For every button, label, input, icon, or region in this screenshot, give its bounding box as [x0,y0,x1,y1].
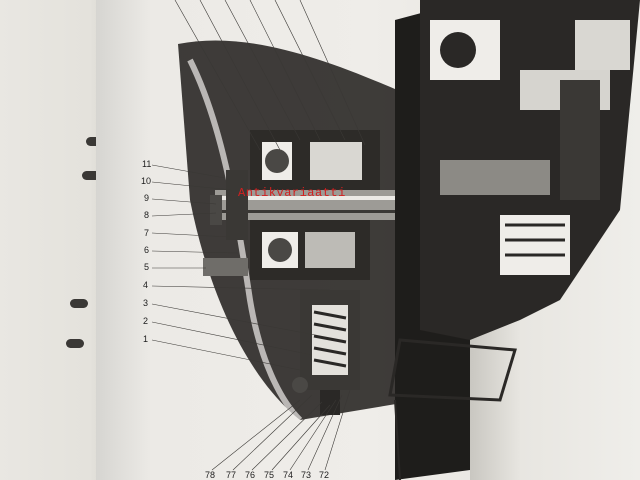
callout-number: 75 [264,470,275,480]
callout-number: 77 [226,470,237,480]
callout-number: 73 [301,470,312,480]
callout-number: 3 [143,298,149,308]
callout-number: 9 [144,193,150,203]
callout-number: 78 [205,470,216,480]
callout-number: 76 [245,470,256,480]
callout-number: 11 [142,159,152,169]
watermark: Antikvariaatti [238,186,346,200]
callout-number: 8 [144,210,150,220]
callout-number: 10 [141,176,152,186]
callout-number: 4 [143,280,149,290]
callout-number: 72 [319,470,330,480]
binder-hole [66,339,84,348]
binder-hole [70,299,88,308]
callout-number: 1 [143,334,149,344]
callout-number: 2 [143,316,149,326]
binder-hole [82,171,100,180]
binder-hole [86,137,104,146]
callout-number: 74 [283,470,294,480]
callout-number: 6 [144,245,150,255]
callout-number: 7 [144,228,150,238]
callout-number: 5 [144,262,150,272]
